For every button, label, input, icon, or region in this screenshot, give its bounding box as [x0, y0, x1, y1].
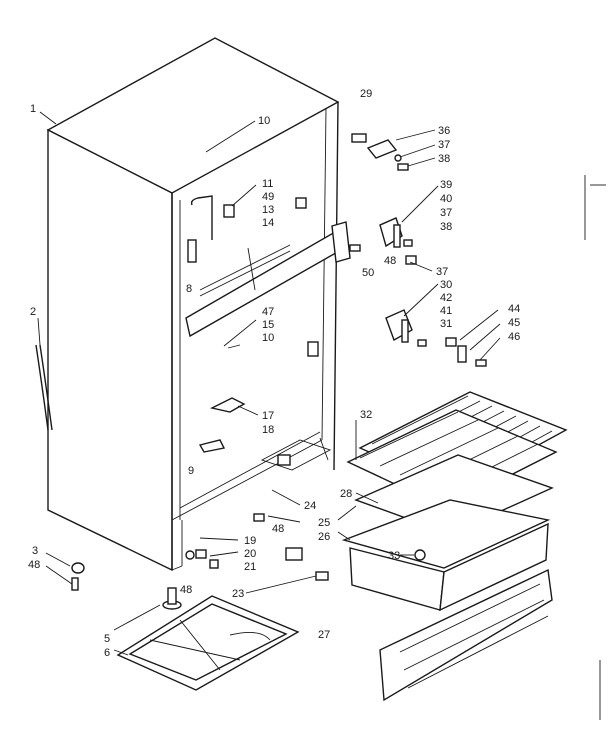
crisper-drawer: [341, 499, 553, 702]
cabinet: [35, 37, 351, 572]
leveling-parts: [71, 513, 329, 610]
callout-10-top: 10: [258, 115, 270, 127]
callout-17: 17: [262, 410, 274, 422]
callout-5: 5: [104, 633, 110, 645]
callout-11: 11: [262, 178, 273, 190]
callout-31: 31: [440, 318, 452, 330]
callout-6: 6: [104, 647, 110, 659]
callout-42: 42: [440, 292, 452, 304]
leader-lines: [37, 111, 501, 656]
callout-48-pan: 48: [180, 584, 192, 596]
callout-46: 46: [508, 331, 520, 343]
callout-48-foot-left: 48: [28, 559, 40, 571]
callout-48-shelf: 48: [384, 255, 396, 267]
callout-1: 1: [30, 103, 36, 115]
callout-32: 32: [360, 409, 372, 421]
callout-39: 39: [440, 179, 452, 191]
callout-15: 15: [262, 319, 274, 331]
callout-14: 14: [262, 217, 274, 229]
callout-37-c: 37: [436, 266, 448, 278]
callout-29: 29: [360, 88, 372, 100]
callout-37-b: 37: [440, 207, 452, 219]
callout-21: 21: [244, 561, 256, 573]
callout-27: 27: [318, 629, 330, 641]
callout-48-bottom: 48: [272, 523, 284, 535]
callout-38-b: 38: [440, 221, 452, 233]
callout-2: 2: [30, 306, 36, 318]
callout-18: 18: [262, 424, 274, 436]
callout-45: 45: [508, 317, 520, 329]
callout-41: 41: [440, 305, 452, 317]
callout-38-a: 38: [438, 153, 450, 165]
callout-labels: 1 2 3 48 5 6 8 9 10 11 49 13 14 47 15 10…: [28, 88, 520, 659]
callout-8: 8: [186, 283, 192, 295]
callout-24: 24: [304, 500, 316, 512]
drain-pan: [116, 595, 300, 691]
callout-9: 9: [188, 465, 194, 477]
callout-44: 44: [508, 303, 520, 315]
margin-marks: [584, 175, 606, 720]
callout-36: 36: [438, 125, 450, 137]
callout-19: 19: [244, 535, 256, 547]
callout-30: 30: [440, 279, 452, 291]
callout-28: 28: [340, 488, 352, 500]
callout-25: 25: [318, 517, 330, 529]
callout-33: 33: [388, 550, 400, 562]
callout-37-a: 37: [438, 139, 450, 151]
callout-50: 50: [362, 267, 374, 279]
wire-shelves: [346, 391, 568, 535]
callout-10-mid: 10: [262, 332, 274, 344]
shelf-hardware: [349, 133, 487, 367]
callout-40: 40: [440, 193, 452, 205]
callout-26: 26: [318, 531, 330, 543]
callout-13: 13: [262, 204, 274, 216]
callout-23: 23: [232, 588, 244, 600]
callout-20: 20: [244, 548, 256, 560]
callout-49: 49: [262, 191, 274, 203]
callout-47: 47: [262, 306, 274, 318]
callout-3: 3: [32, 545, 38, 557]
